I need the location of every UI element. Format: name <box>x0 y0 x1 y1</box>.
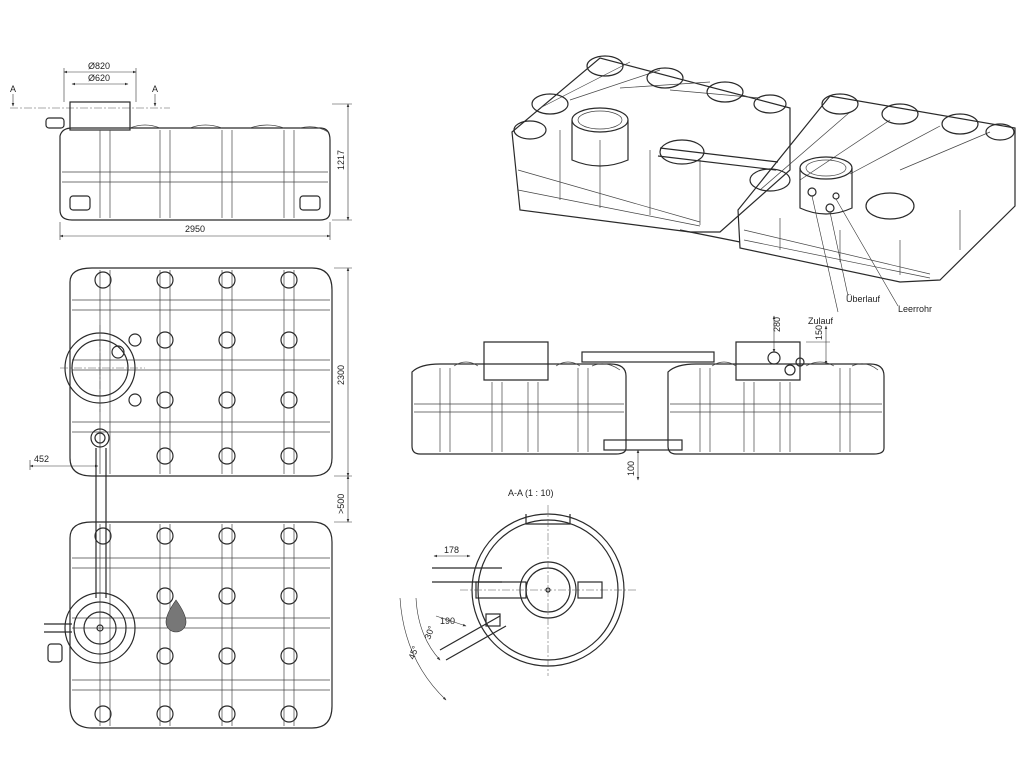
height-label: 1217 <box>336 150 346 170</box>
section-marker-right: A <box>152 84 158 94</box>
dia-outer-label: Ø820 <box>88 61 110 71</box>
width-label: 2300 <box>336 365 346 385</box>
overflow-label: Überlauf <box>846 294 881 304</box>
front-view: 280 150 100 <box>411 315 885 481</box>
side-view: A A Ø820 Ø620 1217 <box>10 61 352 240</box>
gap-label: >500 <box>336 494 346 514</box>
dim-190-label: 190 <box>440 616 455 626</box>
offset-452-label: 452 <box>34 454 49 464</box>
section-marker-left: A <box>10 84 16 94</box>
top-view-upper-tank: 2300 452 >500 <box>29 267 352 523</box>
dim-178-label: 178 <box>444 545 459 555</box>
length-label: 2950 <box>185 224 205 234</box>
section-a-a: A-A (1 : 10) 178 190 30° 45° <box>399 488 636 701</box>
dia-inner-label: Ø620 <box>88 73 110 83</box>
inlet-label: Zulauf <box>808 316 834 326</box>
angle-45-label: 45° <box>406 644 420 661</box>
section-title: A-A (1 : 10) <box>508 488 554 498</box>
dim-100-label: 100 <box>626 461 636 476</box>
dim-280-label: 280 <box>772 317 782 332</box>
dim-150-label: 150 <box>814 325 824 340</box>
top-view-lower-tank <box>44 521 333 729</box>
angle-30-label: 30° <box>422 624 436 641</box>
empty-pipe-label: Leerrohr <box>898 304 932 314</box>
isometric-view: Überlauf Leerrohr Zulauf <box>511 55 1016 326</box>
